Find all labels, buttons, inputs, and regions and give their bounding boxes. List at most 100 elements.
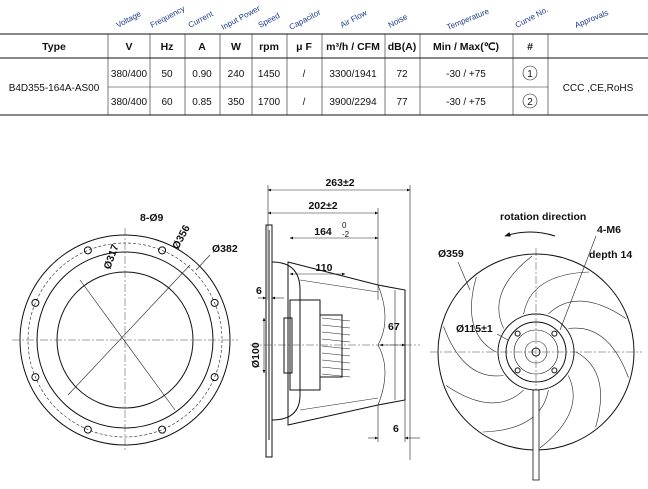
rear-bolt: [551, 367, 558, 374]
rear-blade: [498, 255, 533, 329]
unit-row: Type V Hz A W rpm μ F m³/h / CFM dB(A) M…: [42, 41, 533, 53]
model-type: B4D355-164A-AS00: [9, 83, 100, 94]
inlet-cone: [271, 261, 301, 421]
row2-frequency: 60: [161, 97, 173, 108]
rear-bolt: [514, 367, 521, 374]
cable-gland: [532, 389, 540, 481]
col-watt: W: [231, 41, 241, 53]
rotation-arrow-icon: [504, 231, 556, 237]
motor-fin: [321, 338, 351, 343]
mounting-hole: [210, 298, 219, 307]
row1-current: 0.90: [192, 69, 212, 80]
row1-temperature: -30 / +75: [446, 69, 486, 80]
front-view: Ø317 8-Ø9 Ø356 Ø382: [12, 212, 238, 452]
dim-d356: Ø356: [170, 223, 193, 251]
dim-d317: Ø317: [102, 243, 122, 271]
col-curve-number: #: [527, 41, 533, 53]
motor-fin: [321, 359, 351, 364]
rear-blade: [523, 271, 590, 315]
row1-curve-circle: [522, 65, 538, 81]
rear-blade: [443, 326, 504, 377]
thread-spec: 4-M6: [597, 224, 621, 236]
rear-blade: [575, 351, 601, 428]
dim-d115: Ø115±1: [456, 323, 493, 335]
row2-voltage: 380/400: [111, 97, 148, 108]
row2-noise: 77: [396, 97, 408, 108]
dim-110: 110: [316, 262, 333, 274]
col-rpm: rpm: [259, 41, 279, 53]
row2-airflow: 3900/2294: [329, 97, 377, 108]
impeller-outline: [287, 261, 406, 426]
row1-speed: 1450: [258, 69, 281, 80]
row1-capacitor: /: [303, 69, 306, 80]
dim-164-tol-low: -2: [342, 230, 350, 239]
col-hz: Hz: [161, 41, 174, 53]
dim-holes: 8-Ø9: [140, 212, 164, 224]
dim-164: 164: [314, 226, 332, 238]
motor-fin: [321, 345, 351, 350]
mounting-hole: [31, 373, 40, 382]
side-view: 263±2 202±2 164 0 -2 110: [250, 177, 420, 460]
row2-capacitor: /: [303, 97, 306, 108]
col-capacitance: μ F: [296, 41, 312, 53]
row1-curve: 1: [527, 69, 533, 80]
row2-curve-circle: [522, 93, 538, 109]
mounting-hole: [158, 246, 167, 255]
row1-airflow: 3300/1941: [329, 69, 377, 80]
table-row-1: 380/400 50 0.90 240 1450 / 3300/1941 72 …: [111, 65, 538, 81]
dim-67: 67: [388, 321, 400, 333]
mounting-hole: [83, 425, 92, 434]
dim-164-tol-up: 0: [342, 221, 347, 230]
row2-power: 350: [228, 97, 245, 108]
dim-d359: Ø359: [438, 248, 464, 260]
approvals-value: CCC ,CE,RoHS: [563, 83, 634, 94]
motor-hub: [283, 317, 293, 374]
dim-d100: Ø100: [250, 342, 262, 368]
dim-d382: Ø382: [212, 243, 238, 255]
mounting-hole: [31, 298, 40, 307]
col-dba: dB(A): [388, 41, 417, 53]
mounting-hole: [83, 246, 92, 255]
dim-202: 202±2: [308, 200, 337, 212]
dim-6-bottom: 6: [393, 423, 399, 435]
rear-blade: [539, 375, 574, 449]
mounting-hole: [158, 425, 167, 434]
row1-frequency: 50: [161, 69, 173, 80]
col-amp: A: [198, 41, 206, 53]
dim-overall-depth: 263±2: [325, 177, 354, 189]
motor-fin: [321, 366, 351, 371]
row2-current: 0.85: [192, 97, 212, 108]
rear-blade: [471, 276, 497, 353]
col-temp-range: Min / Max(℃): [433, 41, 499, 53]
rear-bolt: [514, 330, 521, 337]
col-voltage: V: [125, 41, 132, 53]
mounting-hole: [210, 373, 219, 382]
motor-fin: [321, 324, 351, 329]
rear-blade: [482, 389, 549, 433]
rear-bolt: [551, 330, 558, 337]
col-type: Type: [42, 41, 66, 53]
mounting-holes: [31, 246, 219, 434]
rear-blade: [548, 300, 627, 319]
row1-power: 240: [228, 69, 245, 80]
mounting-plate: [265, 224, 273, 458]
motor-fin: [321, 373, 351, 378]
row1-noise: 72: [396, 69, 408, 80]
row1-voltage: 380/400: [111, 69, 148, 80]
rear-blade: [445, 385, 524, 404]
rear-bolts: [514, 330, 558, 374]
rotation-direction-label: rotation direction: [500, 211, 586, 223]
motor-body: [319, 314, 343, 378]
thread-depth: depth 14: [589, 249, 632, 261]
row2-temperature: -30 / +75: [446, 97, 486, 108]
motor-fin: [321, 352, 351, 357]
motor-fins: [321, 317, 351, 378]
rear-blades: [443, 255, 629, 449]
rear-blade: [568, 327, 629, 378]
dim-6-top: 6: [256, 285, 262, 297]
rear-view: rotation direction 4-M6 depth 14 Ø359 Ø1…: [430, 211, 642, 481]
motor-fin: [321, 317, 351, 322]
spec-table: Voltage Frequency Current Input Power Sp…: [0, 4, 648, 116]
col-airflow-units: m³/h / CFM: [326, 41, 380, 53]
